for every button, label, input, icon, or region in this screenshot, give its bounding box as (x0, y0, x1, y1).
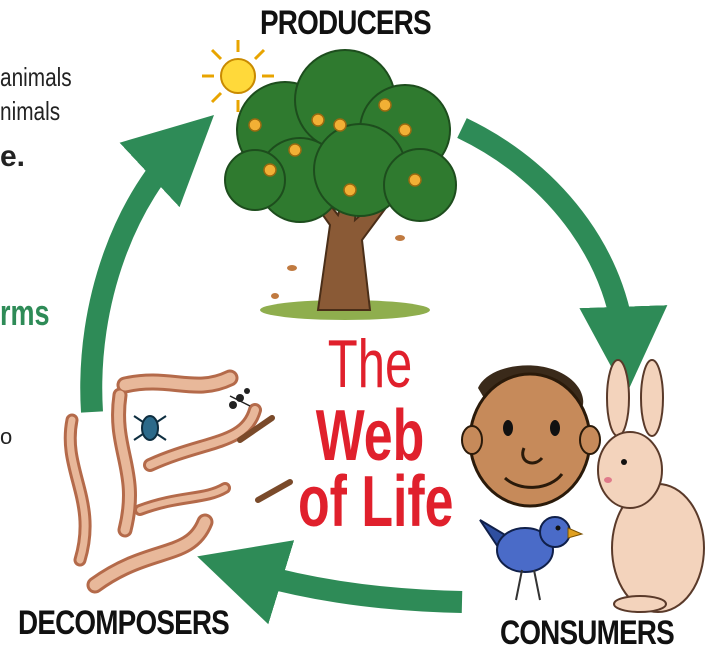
bird-icon (479, 516, 584, 601)
rabbit-icon (597, 359, 705, 613)
text-fragment: animals (0, 62, 72, 92)
arrow-consumers-to-decomposers (197, 540, 463, 625)
text-fragment: rms (0, 292, 50, 333)
title-line-1: The (327, 326, 413, 402)
arrow-producers-to-consumers (457, 118, 668, 395)
beetle-icon (133, 415, 167, 441)
text-fragment: o (0, 424, 13, 449)
decomposers-label: DECOMPOSERS (18, 604, 230, 642)
tree-icon (224, 49, 457, 320)
boy-face-icon (461, 365, 601, 508)
title-line-2: Web (315, 396, 425, 476)
text-fragment: nimals (0, 96, 61, 126)
text-fragment: e. (0, 140, 26, 173)
producers-label: PRODUCERS (260, 4, 432, 42)
title-line-3: of Life (298, 462, 454, 542)
arrow-decomposers-to-producers (80, 115, 214, 413)
worms-icon (63, 369, 262, 594)
earwig-icon (237, 415, 293, 503)
ant-icon (229, 388, 251, 409)
consumers-label: CONSUMERS (500, 614, 675, 652)
